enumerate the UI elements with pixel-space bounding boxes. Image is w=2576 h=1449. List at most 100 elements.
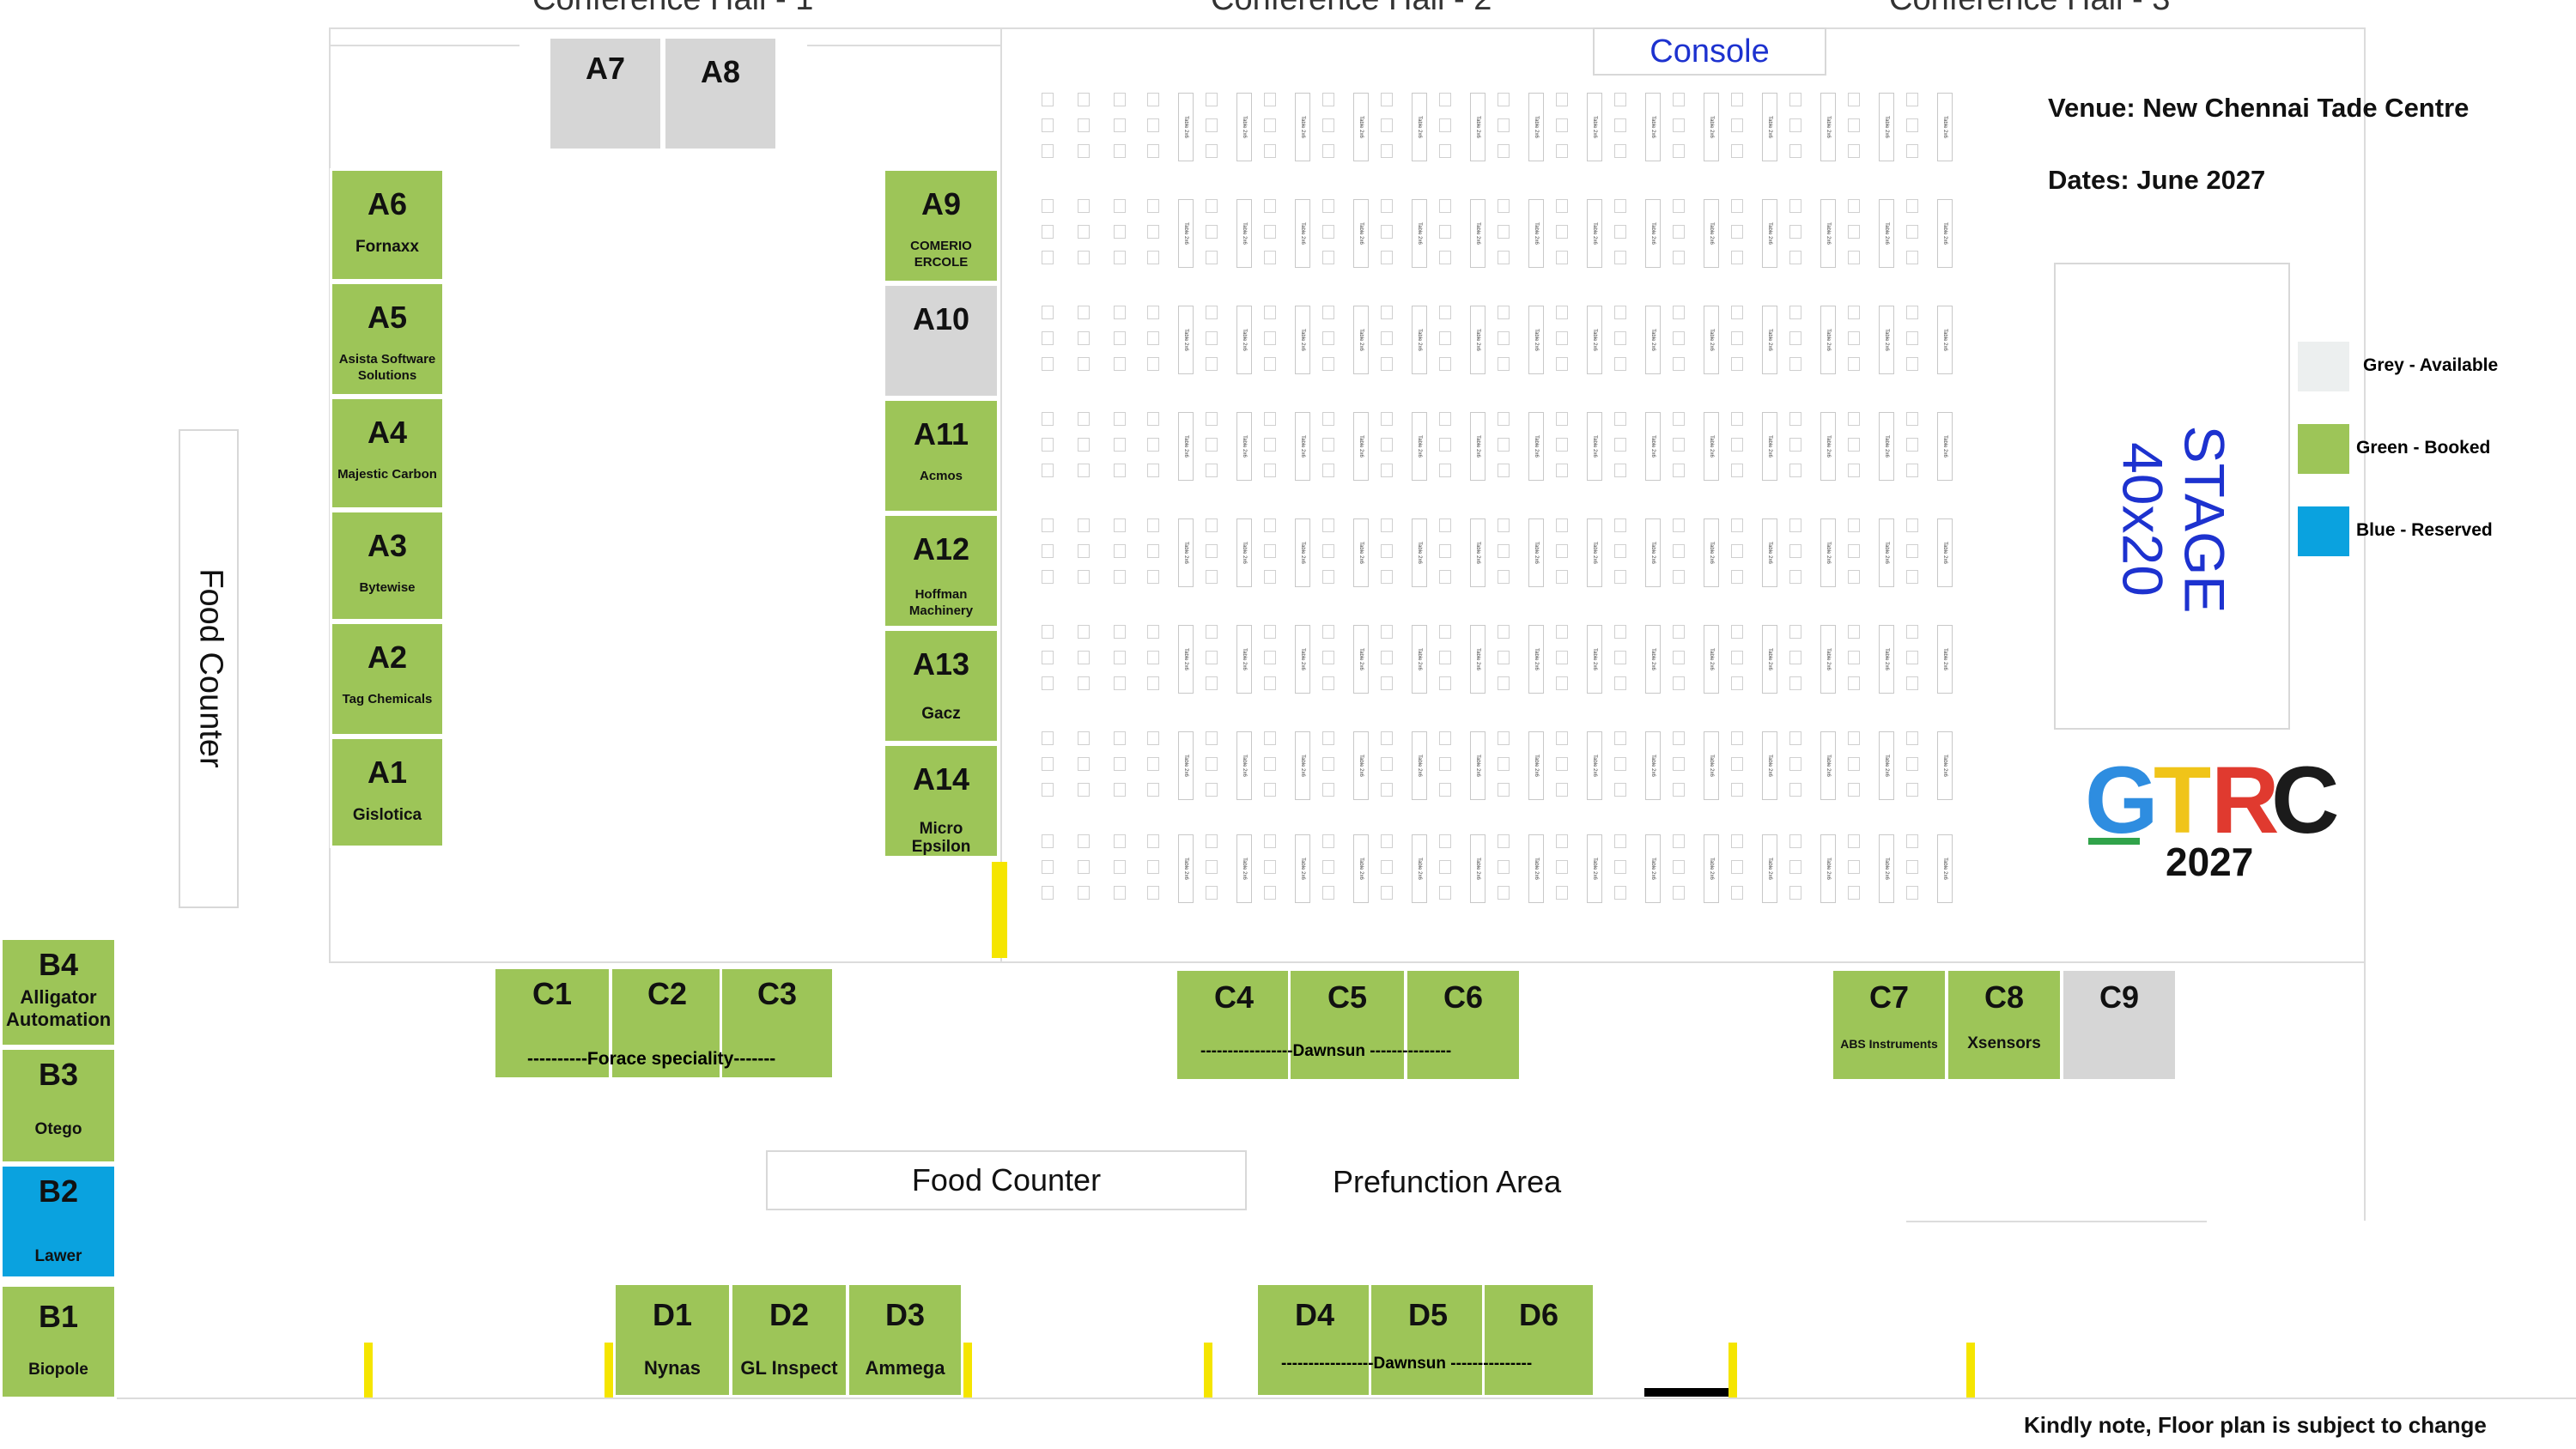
seat-cell (1264, 651, 1276, 664)
seat-cell (1498, 412, 1510, 426)
barrier-post (1204, 1343, 1212, 1397)
seat-cell (1042, 570, 1054, 584)
table: Table 2x6 (1587, 306, 1602, 374)
table: Table 2x6 (1704, 625, 1719, 694)
seat-cell (1439, 306, 1451, 319)
seat-cell (1078, 783, 1090, 797)
booth-c2[interactable]: C2 (610, 967, 725, 1080)
table: Table 2x6 (1645, 412, 1661, 481)
seat-cell (1556, 544, 1568, 558)
seat-cell (1614, 438, 1626, 452)
booth-a7[interactable]: A7 (548, 36, 663, 151)
booth-c9[interactable]: C9 (2061, 968, 2178, 1082)
seat-cell (1381, 757, 1393, 771)
table-label: Table 2x6 (1475, 858, 1480, 880)
svg-text:T: T (2154, 755, 2211, 853)
inner-wall-left (331, 45, 519, 46)
table: Table 2x6 (1295, 199, 1310, 268)
table-label: Table 2x6 (1183, 435, 1188, 458)
seat-cell (1556, 464, 1568, 477)
table: Table 2x6 (1762, 518, 1777, 587)
seat-cell (1114, 860, 1126, 874)
seat-cell (1673, 860, 1685, 874)
booth-d6[interactable]: D6 (1482, 1282, 1595, 1397)
table-label: Table 2x6 (1592, 116, 1597, 138)
hall-label-3: Conference Hall - 3 (1889, 0, 2170, 18)
booth-exhibitor: Ammega (865, 1357, 945, 1379)
food-counter-bottom: Food Counter (766, 1150, 1247, 1210)
booth-id: D6 (1518, 1297, 1559, 1332)
seat-cell (1906, 464, 1918, 477)
table-label: Table 2x6 (1358, 755, 1364, 777)
booth-id: A7 (585, 51, 626, 86)
table-label: Table 2x6 (1826, 435, 1831, 458)
seat-cell (1673, 412, 1685, 426)
seat-cell (1042, 860, 1054, 874)
booth-c3[interactable]: C3 (720, 967, 835, 1080)
booth-c4[interactable]: C4 (1175, 968, 1293, 1082)
svg-text:C: C (2271, 755, 2339, 853)
booth-c6[interactable]: C6 (1405, 968, 1522, 1082)
table-label: Table 2x6 (1709, 435, 1714, 458)
booth-id: C3 (756, 976, 798, 1011)
table-label: Table 2x6 (1709, 542, 1714, 564)
booth-d4[interactable]: D4 (1255, 1282, 1374, 1397)
booth-c5[interactable]: C5 (1288, 968, 1406, 1082)
seat-cell (1731, 93, 1743, 106)
seat-cell (1614, 357, 1626, 371)
seat-cell (1848, 518, 1860, 532)
table: Table 2x6 (1879, 518, 1894, 587)
stage-title: STAGE (2172, 425, 2237, 614)
seat-cell (1078, 544, 1090, 558)
table-label: Table 2x6 (1242, 542, 1247, 564)
seat-cell (1731, 570, 1743, 584)
seat-cell (1789, 464, 1801, 477)
hall-label-2: Conference Hall - 2 (1211, 0, 1492, 18)
booth-id: D5 (1407, 1297, 1449, 1332)
seat-cell (1731, 225, 1743, 239)
seat-cell (1673, 225, 1685, 239)
seat-cell (1556, 306, 1568, 319)
booth-a10[interactable]: A10 (883, 283, 999, 398)
booth-d5[interactable]: D5 (1369, 1282, 1487, 1397)
table-label: Table 2x6 (1650, 329, 1656, 351)
console-box: Console (1593, 27, 1826, 76)
table-label: Table 2x6 (1884, 116, 1889, 138)
seat-cell (1439, 251, 1451, 264)
booth-c1[interactable]: C1 (493, 967, 611, 1080)
seat-cell (1147, 625, 1159, 639)
seat-cell (1206, 93, 1218, 106)
seat-cell (1439, 144, 1451, 158)
gtrc-logo: G T R C 2027 (2078, 748, 2353, 884)
table-label: Table 2x6 (1242, 858, 1247, 880)
seat-cell (1439, 93, 1451, 106)
dates-text: Dates: June 2027 (2048, 165, 2266, 195)
seat-cell (1322, 199, 1334, 213)
seat-cell (1498, 93, 1510, 106)
seat-cell (1114, 731, 1126, 745)
seat-cell (1206, 676, 1218, 690)
seat-cell (1439, 118, 1451, 132)
black-marker (1644, 1388, 1728, 1397)
booth-a8[interactable]: A8 (663, 36, 778, 151)
